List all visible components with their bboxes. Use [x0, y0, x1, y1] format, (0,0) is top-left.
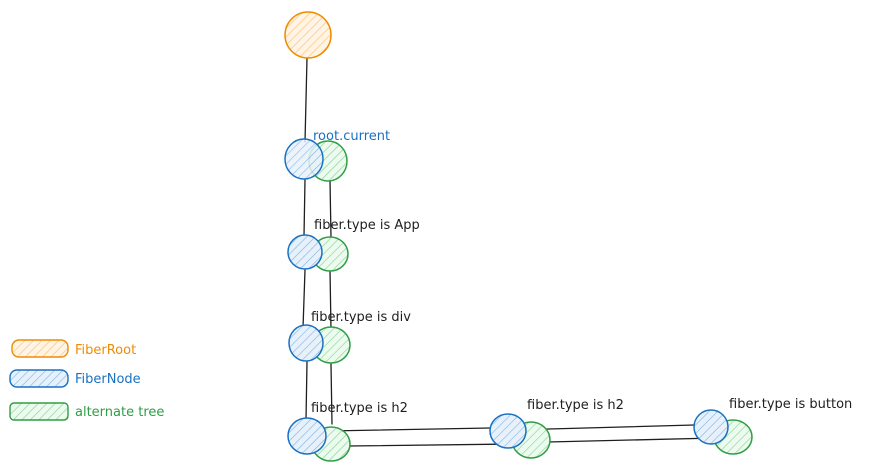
fiber-node-circle [284, 138, 324, 180]
label-div: fiber.type is div [311, 310, 411, 325]
label-h2-second: fiber.type is h2 [527, 398, 624, 413]
edge-h2-sibling-alt-to-button-alt [547, 437, 717, 443]
fiber-node-circle [288, 324, 324, 362]
legend-label-alternate: alternate tree [75, 405, 164, 420]
label-root-current: root.current [313, 129, 390, 144]
edge-current-to-app [303, 179, 306, 237]
legend-item-fiber-node: FiberNode [9, 369, 141, 388]
legend-swatch-alternate [9, 402, 69, 421]
label-app: fiber.type is App [314, 218, 420, 233]
edge-div-alt-to-h2-alt [330, 363, 333, 425]
legend-label-fiber-node: FiberNode [75, 372, 141, 387]
legend-item-fiber-root: FiberRoot [11, 339, 136, 358]
fiber-node-circle [693, 409, 729, 445]
legend-item-alternate: alternate tree [9, 402, 164, 421]
legend-label-fiber-root: FiberRoot [75, 343, 136, 358]
fiber-node-button [693, 409, 753, 455]
fiber-node-h2-first [287, 417, 351, 462]
fiber-root-node [284, 11, 332, 59]
fiber-node-circle [489, 413, 527, 449]
edge-h2-alt-to-h2-sibling-alt [347, 443, 515, 447]
legend-swatch-fiber-node [9, 369, 69, 388]
edge-app-alt-to-div-alt [329, 269, 332, 331]
fiber-node-circle [287, 234, 323, 270]
edge-current-alt-to-app-alt [329, 179, 332, 239]
edge-root-to-current [304, 57, 308, 143]
edge-h2-to-h2-sibling [326, 427, 491, 432]
fiber-node-circle [287, 417, 327, 455]
fiber-node-root-current [284, 138, 348, 182]
edge-app-to-div [302, 269, 306, 329]
edges [302, 57, 717, 447]
fiber-node-app [287, 234, 349, 272]
fiber-root-circle [284, 11, 332, 59]
fiber-node-div [288, 324, 351, 364]
label-h2-first: fiber.type is h2 [311, 401, 408, 416]
label-button: fiber.type is button [729, 397, 852, 412]
fiber-node-h2-second [489, 413, 551, 459]
legend-swatch-fiber-root [11, 339, 69, 358]
legend: FiberRoot FiberNode alternate tree [9, 339, 164, 421]
edge-div-to-h2 [305, 361, 308, 421]
